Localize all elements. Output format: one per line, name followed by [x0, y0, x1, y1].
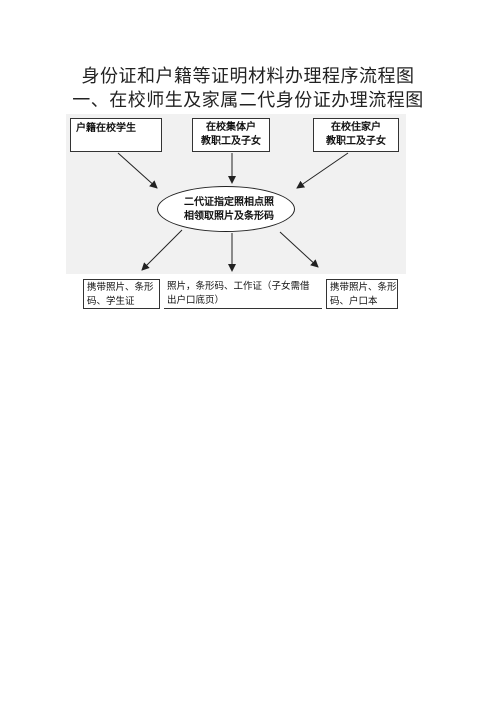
requirement-resident-household: 携带照片、条形 码、户口本 [326, 279, 398, 309]
requirement-text-line: 出户口底页） [167, 295, 225, 306]
node-text-line: 相领取照片及条形码 [184, 211, 274, 222]
requirement-text-line: 照片，条形码、工作证（子女需借 [167, 281, 310, 292]
node-resident-household-staff: 在校住家户 教职工及子女 [313, 118, 399, 152]
arrow-center-to-left [141, 229, 183, 271]
requirement-collective-household: 照片，条形码、工作证（子女需借 出户口底页） [164, 279, 322, 309]
node-text-line: 教职工及子女 [201, 136, 261, 147]
requirement-students: 携带照片、条形 码、学生证 [83, 279, 160, 309]
node-text-line: 在校住家户 [331, 122, 381, 133]
requirement-text-line: 码、学生证 [87, 296, 135, 307]
node-collective-household-staff: 在校集体户 教职工及子女 [192, 118, 270, 152]
arrow-right-to-center [296, 152, 349, 189]
arrow-left-to-center [117, 152, 158, 189]
node-photo-point: 二代证指定照相点照 相领取照片及条形码 [157, 186, 295, 232]
node-text-line: 教职工及子女 [326, 136, 386, 147]
node-text-line: 在校集体户 [206, 122, 256, 133]
requirement-text-line: 携带照片、条形 [330, 282, 397, 293]
document-title: 身份证和户籍等证明材料办理程序流程图 [81, 66, 415, 87]
requirement-text-line: 携带照片、条形 [87, 282, 154, 293]
node-enrolled-students: 户籍在校学生 [70, 118, 162, 152]
arrow-center-to-right [279, 231, 319, 268]
node-text-line: 二代证指定照相点照 [184, 197, 274, 208]
section-title: 一、在校师生及家属二代身份证办理流程图 [72, 90, 424, 111]
requirement-text-line: 码、户口本 [330, 296, 378, 307]
node-text-line: 户籍在校学生 [76, 123, 136, 134]
